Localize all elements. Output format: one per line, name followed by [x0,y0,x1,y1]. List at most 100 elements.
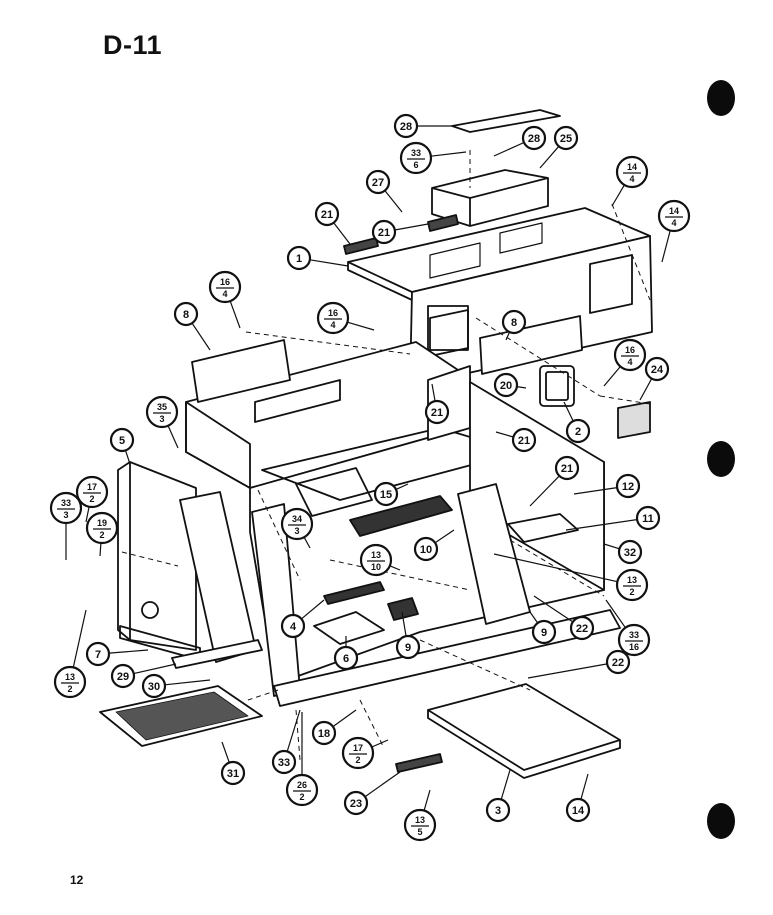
part-4 [323,581,385,605]
callout-leader [605,599,626,629]
callout-circle [501,309,527,335]
callout-c26_2: 262 [285,773,319,807]
callout-number: 13 [415,815,425,825]
callout-circle [371,219,397,245]
callout-number: 31 [227,768,239,780]
callout-leader [389,565,401,571]
callout-number: 16 [220,277,230,287]
callout-c34_3: 343 [280,507,314,541]
callout-circle [485,797,511,823]
callout-circle [617,623,651,657]
callout-circle [399,141,433,175]
callout-quantity: 2 [67,684,72,694]
callout-number: 25 [560,133,572,145]
callout-quantity: 2 [89,494,94,504]
callout-circle [110,663,136,689]
callout-c20: 20 [493,372,519,398]
callout-circle [333,645,359,671]
callout-circle [173,301,199,327]
callout-number: 23 [350,798,362,810]
callout-c17_2b: 172 [341,736,375,770]
callout-circle [145,395,179,429]
callout-c29: 29 [110,663,136,689]
callout-circle [280,507,314,541]
callout-circle [617,539,643,565]
callout-circle [615,155,649,189]
callout-circle [280,613,306,639]
callout-number: 27 [372,177,384,189]
callout-quantity: 6 [413,160,418,170]
callout-quantity: 2 [355,755,360,765]
callout-quantity: 4 [629,174,634,184]
callout-number: 2 [575,426,581,438]
callout-leader [529,611,539,624]
callout-number: 16 [625,345,635,355]
callout-number: 17 [353,743,363,753]
callout-number: 33 [629,630,639,640]
callout-c18: 18 [311,720,337,746]
callout-c25: 25 [553,125,579,151]
callout-number: 13 [627,575,637,585]
callout-number: 32 [624,547,636,559]
callout-leader [603,366,621,387]
callout-quantity: 3 [63,510,68,520]
part-6 [313,611,385,645]
callout-number: 21 [518,435,530,447]
callout-c5: 5 [109,427,135,453]
callout-number: 8 [511,317,517,329]
callout-circle [511,427,537,453]
callout-leader [573,487,618,495]
callout-number: 14 [669,206,679,216]
callout-circle [493,372,519,398]
callout-leader [493,141,525,157]
callout-leader [430,151,467,157]
callout-leader [527,663,608,679]
page-number: 12 [70,873,84,887]
callout-circle [365,169,391,195]
callout-circle [343,790,369,816]
callout-c24: 24 [644,356,670,382]
callout-c16_4b: 164 [316,301,350,335]
callout-circle [373,481,399,507]
callout-quantity: 16 [629,642,639,652]
callout-c23: 23 [343,790,369,816]
callout-number: 9 [405,642,411,654]
callout-number: 28 [528,133,540,145]
callout-leader [124,450,131,465]
callout-circle [85,511,119,545]
callout-circle [208,270,242,304]
callout-leader [303,536,311,549]
callout-leader [516,386,527,389]
callout-c13_2b: 132 [53,665,87,699]
callout-c21a: 21 [314,201,340,227]
callout-c9b: 9 [531,619,557,645]
callout-leader [500,769,511,800]
callout-number: 30 [148,681,160,693]
callout-c11: 11 [635,505,661,531]
bottom-tray-edge [427,710,621,779]
callout-leader [99,542,102,557]
callout-c4: 4 [280,613,306,639]
binder-hole [707,803,735,839]
binder-hole [707,441,735,477]
callout-number: 4 [290,621,297,633]
callout-circle [424,399,450,425]
callout-c27: 27 [365,169,391,195]
callout-circle [395,634,421,660]
callout-circle [85,641,111,667]
callout-c21d: 21 [511,427,537,453]
callout-leader [72,609,87,668]
callout-leader [565,519,638,531]
callout-quantity: 4 [330,320,335,330]
callout-quantity: 4 [222,289,227,299]
callout-circle [311,720,337,746]
callout-circle [554,455,580,481]
callout-circle [286,245,312,271]
callout-quantity: 2 [299,792,304,802]
callout-leader [639,378,653,401]
callout-circle [615,568,649,602]
callout-c19_2: 192 [85,511,119,545]
callout-circle [569,615,595,641]
callout-number: 8 [183,309,189,321]
